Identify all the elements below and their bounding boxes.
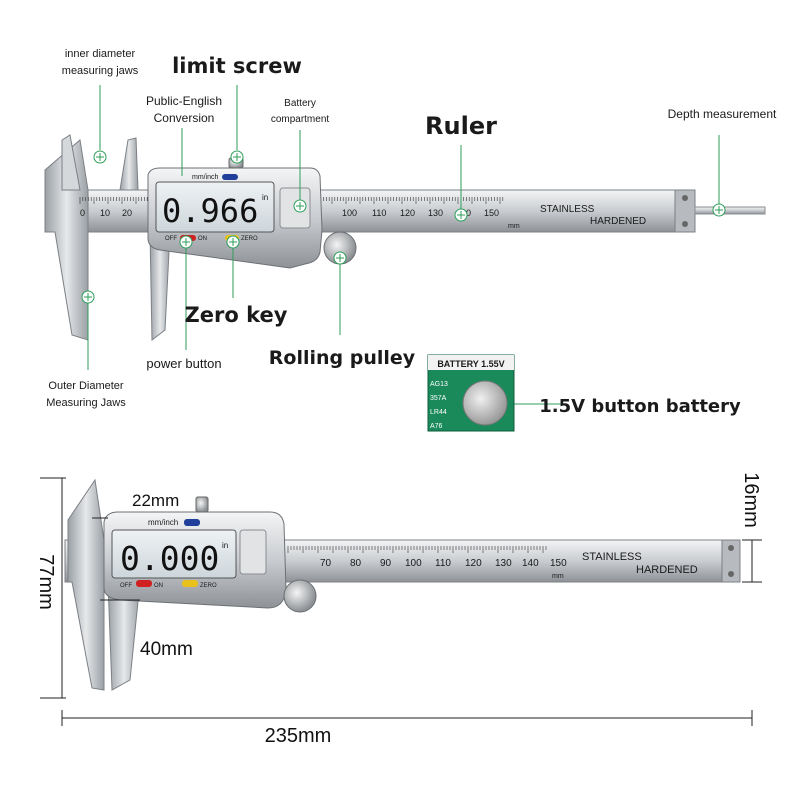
top-sliding-jaw: [119, 137, 139, 191]
outer-jaws-label: Outer Diameter: [48, 380, 124, 392]
scale-label: 100: [405, 558, 422, 569]
bottom-caliper: 70 80 90 100 110 120 130 140 150 mm STAI…: [64, 478, 741, 691]
dimension-77mm: 77mm: [35, 554, 57, 610]
battery-compartment-label: compartment: [271, 114, 330, 125]
conversion-label: Conversion: [154, 111, 215, 125]
scale-label: 130: [495, 558, 512, 569]
scale-label: 100: [342, 208, 357, 218]
off-label: OFF: [165, 236, 177, 242]
zero-label: ZERO: [241, 236, 258, 242]
marker-icon: [179, 235, 193, 249]
zero-label: ZERO: [200, 583, 217, 589]
stainless-text: STAINLESS: [540, 204, 595, 215]
screw-icon: [728, 571, 734, 577]
power-button-label: power button: [146, 356, 221, 371]
limit-screw[interactable]: [195, 496, 209, 513]
dimension-40mm: 40mm: [140, 639, 193, 660]
battery-code: A76: [430, 423, 443, 430]
scale-label: 120: [465, 558, 482, 569]
dimension-16mm: 16mm: [740, 472, 762, 528]
zero-button[interactable]: [182, 580, 198, 587]
screw-icon: [682, 221, 688, 227]
rolling-pulley[interactable]: [283, 579, 317, 613]
marker-icon: [81, 290, 95, 304]
top-inner-jaw: [61, 134, 81, 191]
battery-compartment: [239, 529, 267, 575]
screw-icon: [728, 545, 734, 551]
scale-label: 150: [484, 208, 499, 218]
mm-label: mm: [552, 573, 564, 580]
battery-code: 357A: [430, 395, 447, 402]
bottom-display-value: 0.000: [120, 539, 219, 578]
scale-label: 10: [100, 208, 110, 218]
dimension-labels: 22mm 40mm 235mm 77mm 16mm: [35, 472, 762, 747]
conversion-label: Public-English: [146, 94, 222, 108]
button-battery-label: 1.5V button battery: [539, 396, 741, 417]
depth-rod: [694, 206, 766, 215]
zero-key-label: Zero key: [185, 303, 288, 327]
bottom-fixed-jaw: [67, 478, 105, 691]
bottom-display-unit: in: [222, 541, 228, 550]
top-display-unit: in: [262, 193, 268, 202]
marker-icon: [454, 208, 468, 222]
marker-icon: [226, 235, 240, 249]
hardened-text: HARDENED: [590, 216, 646, 227]
scale-label: 130: [428, 208, 443, 218]
mode-label: mm/inch: [148, 518, 178, 527]
scale-label: 0: [80, 208, 85, 218]
scale-label: 140: [522, 558, 539, 569]
battery-code: LR44: [430, 409, 447, 416]
marker-icon: [230, 150, 244, 164]
outer-jaws-label: Measuring Jaws: [46, 397, 126, 409]
battery-card-title: BATTERY 1.55V: [437, 359, 504, 369]
battery-code: AG13: [430, 381, 448, 388]
top-display-value: 0.966: [162, 192, 258, 230]
scale-label: 120: [400, 208, 415, 218]
marker-icon: [333, 251, 347, 265]
dimension-235mm: 235mm: [265, 725, 332, 747]
hardened-text: HARDENED: [636, 564, 698, 576]
on-label: ON: [198, 236, 207, 242]
battery-card: BATTERY 1.55V AG13 357A LR44 A76: [427, 354, 515, 432]
scale-label: 80: [350, 558, 362, 569]
mode-button[interactable]: [184, 519, 200, 526]
mode-label: mm/inch: [192, 174, 219, 181]
mode-button[interactable]: [222, 174, 238, 180]
scale-label: 70: [320, 558, 332, 569]
bottom-lcd: [111, 529, 237, 579]
top-caliper: 0 10 20 100 110 120 130 140 150 mm STAIN…: [44, 134, 766, 342]
depth-label: Depth measurement: [668, 107, 777, 121]
inner-jaws-label: inner diameter: [65, 48, 136, 60]
off-label: OFF: [120, 583, 132, 589]
mm-label: mm: [508, 223, 520, 230]
rolling-pulley-label: Rolling pulley: [269, 347, 416, 369]
dimension-22mm: 22mm: [132, 491, 179, 510]
dimension-lines: [40, 477, 762, 726]
scale-label: 150: [550, 558, 567, 569]
battery-compartment-label: Battery: [284, 98, 316, 109]
annotation-labels: inner diameter measuring jaws limit scre…: [46, 48, 777, 417]
limit-screw-label: limit screw: [172, 54, 302, 78]
bottom-beam-end: [721, 539, 741, 583]
marker-icon: [712, 203, 726, 217]
bottom-scale-ticks: [287, 546, 547, 553]
scale-label: 110: [435, 558, 451, 569]
power-button[interactable]: [136, 580, 152, 587]
marker-icon: [93, 150, 107, 164]
ruler-label: Ruler: [425, 112, 497, 140]
inner-jaws-label: measuring jaws: [62, 65, 139, 77]
screw-icon: [682, 195, 688, 201]
stainless-text: STAINLESS: [582, 551, 642, 563]
top-lcd: [155, 181, 275, 233]
scale-label: 20: [122, 208, 132, 218]
marker-icon: [293, 199, 307, 213]
on-label: ON: [154, 583, 163, 589]
button-cell: [462, 380, 508, 426]
leader-lines: [87, 85, 720, 405]
scale-label: 90: [380, 558, 392, 569]
scale-label: 110: [372, 208, 386, 218]
